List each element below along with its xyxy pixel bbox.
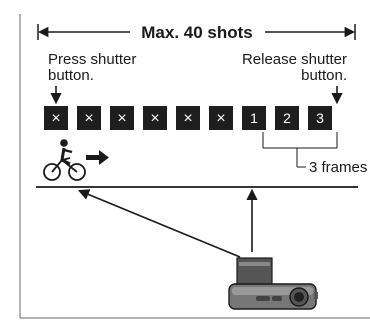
frame-label: ×	[51, 110, 60, 127]
camera-to-subject-arrow	[77, 189, 241, 258]
max-shots-title: Max. 40 shots	[141, 23, 253, 42]
frame-label: ×	[150, 110, 159, 127]
frame-label: 3	[316, 110, 324, 126]
max-shots-span: Max. 40 shots	[37, 23, 356, 42]
cyclist-icon	[43, 139, 86, 181]
skipped-frame	[176, 106, 200, 130]
frame-label: ×	[216, 110, 225, 127]
press-shutter-line2: button.	[48, 67, 94, 84]
frame-label: 1	[250, 110, 258, 126]
frame-box: ×	[77, 106, 101, 130]
frame-label: ×	[183, 110, 192, 127]
frame-box: 3	[308, 106, 332, 130]
frame-box: ×	[209, 106, 233, 130]
frame-box: ×	[176, 106, 200, 130]
skipped-frame	[44, 106, 68, 130]
release-shutter-line1: Release shutter	[242, 51, 347, 68]
frame-label: ×	[84, 110, 93, 127]
skipped-frame	[110, 106, 134, 130]
frame-label: 2	[283, 110, 291, 126]
frame-box: 1	[242, 106, 266, 130]
frame-box: ×	[143, 106, 167, 130]
motion-arrow-icon	[86, 150, 109, 165]
frame-label: ×	[117, 110, 126, 127]
saved-frame	[242, 106, 266, 130]
saved-frame	[275, 106, 299, 130]
camera-icon	[228, 257, 318, 310]
release-shutter-line2: button.	[301, 67, 347, 84]
saved-frame	[308, 106, 332, 130]
frame-box: 2	[275, 106, 299, 130]
skipped-frame	[77, 106, 101, 130]
press-shutter-line1: Press shutter	[48, 51, 136, 68]
frame-sequence: × × × × × × 1 2 3	[44, 106, 332, 130]
frame-box: ×	[110, 106, 134, 130]
skipped-frame	[143, 106, 167, 130]
saved-frames-bracket	[262, 132, 338, 168]
frame-box: ×	[44, 106, 68, 130]
saved-frames-label: 3 frames	[309, 159, 367, 176]
skipped-frame	[209, 106, 233, 130]
